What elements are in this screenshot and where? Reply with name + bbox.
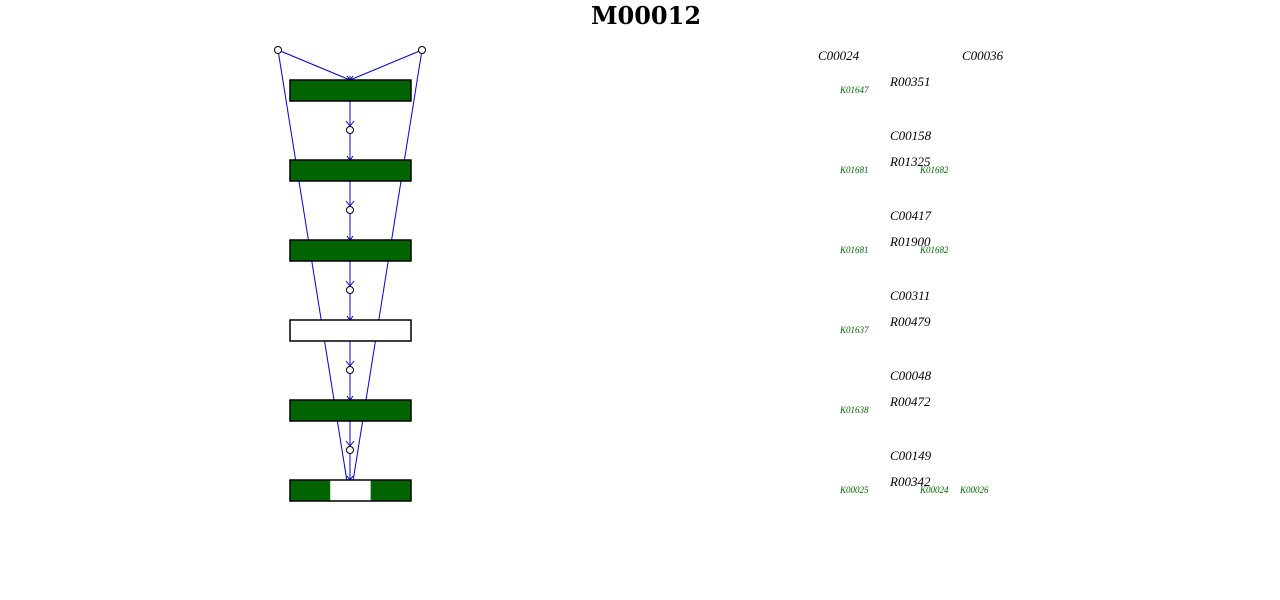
page-title: M00012 — [590, 1, 702, 30]
edge-start-left-to-end — [277, 49, 351, 501]
ko-label: K01647 — [839, 85, 869, 95]
reaction-label: R00479 — [889, 314, 931, 329]
ko-boxes-layer — [289, 79, 412, 502]
ko-box-segment — [350, 240, 411, 261]
ko-box-segment — [290, 160, 351, 181]
compound-nodes-layer — [274, 46, 426, 454]
reaction-label: R00351 — [889, 74, 930, 89]
ko-box-segment — [290, 240, 351, 261]
ko-box-outline — [289, 159, 412, 182]
compound-label: C00149 — [890, 448, 932, 463]
edges-layer — [277, 49, 423, 501]
ko-box-segment — [290, 400, 411, 421]
ko-box-segment — [330, 480, 371, 501]
compound-node — [346, 286, 354, 294]
ko-box-outline — [289, 79, 412, 102]
start-compound-label: C00024 — [818, 48, 860, 63]
edge-start-right-to-first — [349, 49, 423, 81]
reaction-label: R01325 — [889, 154, 931, 169]
ko-label: K00024 — [919, 485, 949, 495]
reaction-label: R00472 — [889, 394, 931, 409]
ko-box-segment — [290, 480, 331, 501]
reaction-label: R00342 — [889, 474, 931, 489]
ko-label: K01637 — [839, 325, 869, 335]
ko-label: K01682 — [919, 245, 949, 255]
compound-node — [346, 126, 354, 134]
reaction-label: R01900 — [889, 234, 931, 249]
compound-label: C00417 — [890, 208, 932, 223]
start-compound-node — [274, 46, 282, 54]
compound-label: C00311 — [890, 288, 930, 303]
compound-node — [346, 206, 354, 214]
ko-label: K01681 — [839, 245, 869, 255]
ko-label: K00026 — [959, 485, 989, 495]
edge-start-right-to-end — [349, 49, 423, 501]
ko-box-outline — [289, 399, 412, 422]
ko-label: K01682 — [919, 165, 949, 175]
ko-box-outline — [289, 319, 412, 342]
start-compound-label: C00036 — [962, 48, 1004, 63]
ko-box-segment — [290, 320, 411, 341]
ko-label: K00025 — [839, 485, 869, 495]
ko-box-outline — [289, 479, 412, 502]
compound-label: C00048 — [890, 368, 932, 383]
ko-box-outline — [289, 239, 412, 262]
compound-node — [346, 366, 354, 374]
edge-start-left-to-first — [277, 49, 351, 81]
compound-label: C00158 — [890, 128, 932, 143]
start-compound-node — [418, 46, 426, 54]
ko-label: K01681 — [839, 165, 869, 175]
compound-node — [346, 446, 354, 454]
ko-label: K01638 — [839, 405, 869, 415]
ko-box-segment — [370, 480, 411, 501]
ko-box-segment — [290, 80, 411, 101]
ko-box-segment — [350, 160, 411, 181]
